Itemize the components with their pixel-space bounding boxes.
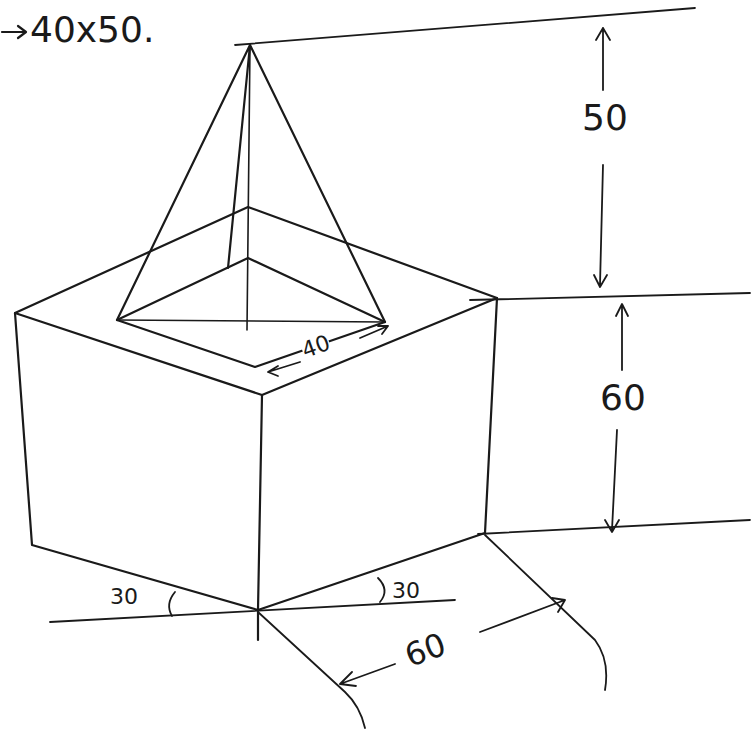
size-note: 40x50. [30, 12, 154, 48]
pyramid-base [117, 258, 385, 367]
cube-extension [257, 610, 259, 640]
pyramid-axis [247, 45, 250, 330]
dimension-arrow [594, 28, 610, 287]
dimension-label: 60 [401, 628, 450, 672]
dimension-label: 30 [110, 586, 138, 608]
mid-reference-line [470, 293, 750, 300]
dimension-label: 50 [582, 100, 628, 136]
top-reference-line [235, 8, 695, 45]
pyramid-edges [117, 45, 385, 322]
cube-top-face [15, 207, 497, 395]
dimension-arrow [340, 598, 565, 686]
cube-sides [15, 298, 497, 610]
pyramid-diagonal [117, 320, 385, 322]
angle-arc [169, 592, 175, 616]
dimension-arrow [605, 304, 628, 532]
angle-arc [378, 578, 385, 602]
cube-front-edge [258, 395, 262, 610]
dimension-label: 60 [600, 380, 646, 416]
dimension-label: 30 [392, 580, 420, 602]
note-arrow [2, 26, 26, 38]
dimension-arrow [268, 326, 388, 376]
dimension-label: 40 [299, 332, 333, 362]
extension-line [258, 535, 606, 728]
